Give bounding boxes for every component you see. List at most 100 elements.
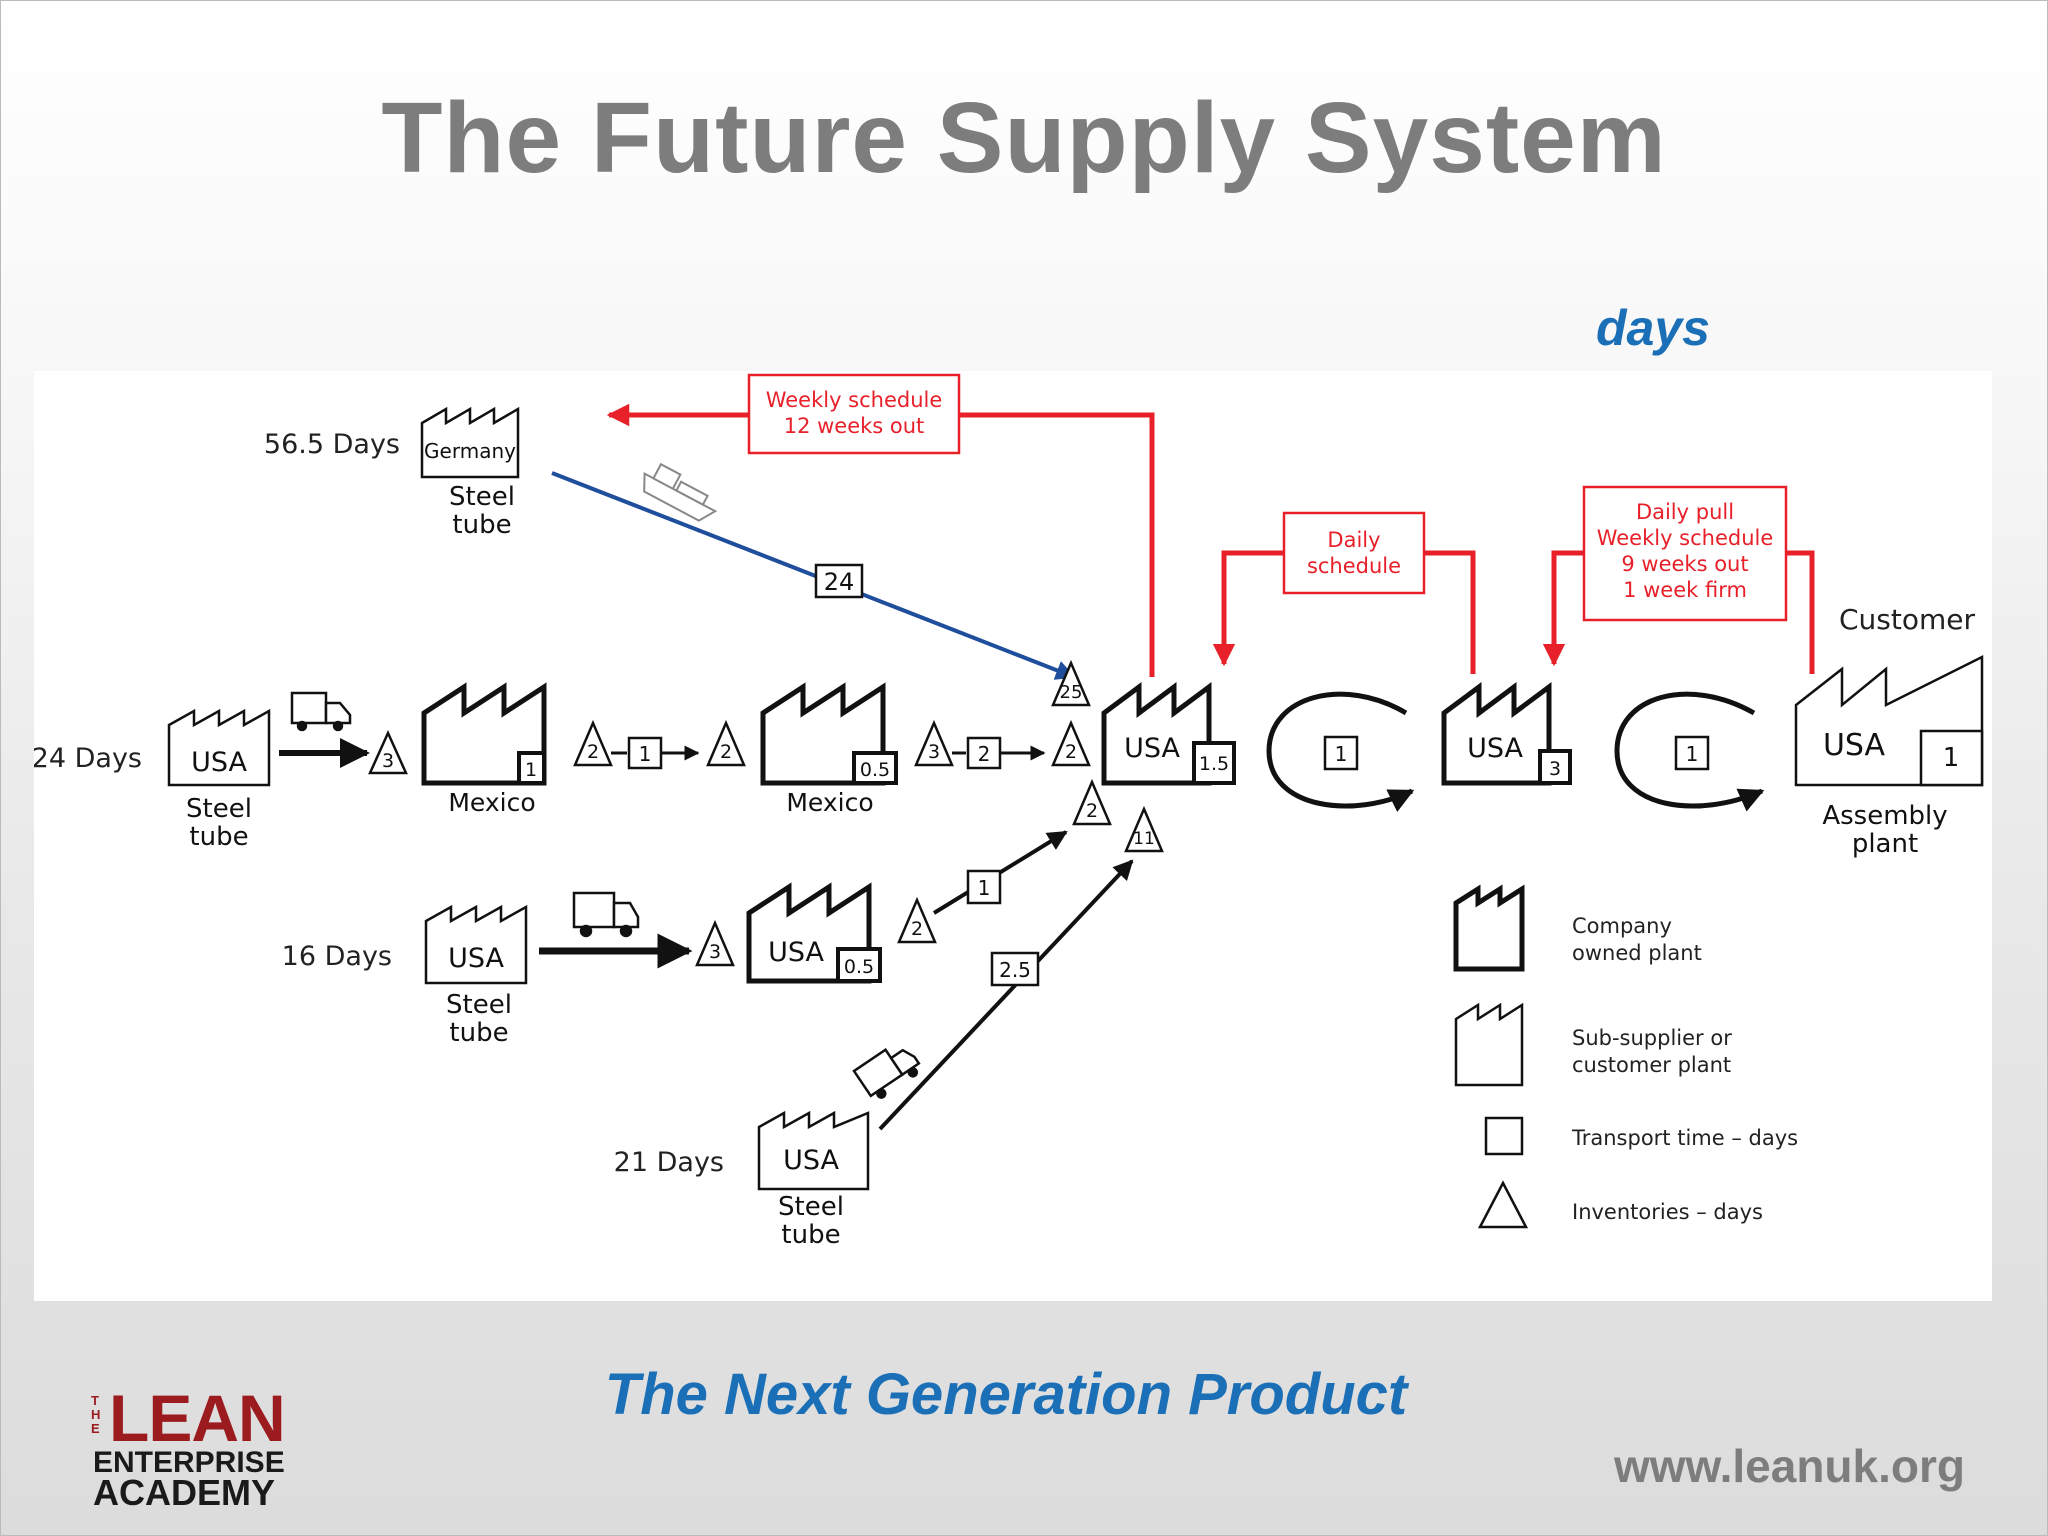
inventory-e: 2 [1065, 741, 1077, 763]
ship-icon [643, 462, 718, 522]
logo-enterprise: ENTERPRISE [93, 1446, 285, 1479]
legend-sub-supplier-icon [1454, 1002, 1524, 1087]
usa16-name: USA [448, 943, 504, 974]
customer-header: Customer [1839, 603, 1975, 636]
loop1-arrow [1266, 691, 1415, 813]
assembly-label-1: Assembly [1822, 801, 1947, 831]
legend-inventory-icon [1477, 1180, 1529, 1229]
legend-sub-supplier-2: customer plant [1572, 1053, 1731, 1077]
weekly-schedule-line2: 12 weeks out [784, 414, 925, 438]
germany-days: 56.5 Days [264, 429, 400, 460]
truck-icon-2 [572, 891, 640, 938]
mexico2-value-box [852, 751, 898, 785]
assembly-value: 1 [1943, 743, 1960, 773]
usa-main-value-box [1192, 741, 1236, 785]
daily-pull-line2: Weekly schedule [1597, 526, 1774, 550]
weekly-schedule-line1: Weekly schedule [766, 388, 943, 412]
germany-label-2: tube [452, 510, 511, 540]
daily-schedule-box: Daily schedule [1282, 511, 1426, 595]
daily-pull-line4: 1 week firm [1623, 578, 1747, 602]
usa21-flow-arrow [878, 859, 1134, 1131]
usa-tube-name: USA [768, 937, 824, 968]
inventory-c: 2 [720, 741, 732, 763]
slide-title: The Future Supply System [381, 82, 1667, 194]
loop1-transport: 1 [1335, 742, 1348, 766]
usa-main-value: 1.5 [1199, 753, 1229, 775]
assembly-value-box [1919, 729, 1984, 787]
legend-company-plant-icon [1453, 884, 1525, 972]
usa16-label-2: tube [449, 1018, 508, 1048]
mexico2-value: 0.5 [860, 759, 890, 781]
inventory-j-icon [897, 896, 937, 944]
transport-ship: 24 [824, 568, 855, 596]
inventory-f-icon [1051, 659, 1091, 707]
transport-t4: 2.5 [999, 958, 1031, 982]
transport-ship-box [814, 563, 864, 599]
weekly-schedule-box: Weekly schedule 12 weeks out [747, 373, 961, 455]
transport-t4-box [990, 951, 1040, 987]
legend-transport: Transport time – days [1571, 1126, 1798, 1150]
logo-academy: ACADEMY [93, 1472, 276, 1513]
inventory-g: 2 [1086, 800, 1098, 822]
mexico1-value: 1 [525, 759, 537, 781]
transport-t3-box [966, 869, 1002, 905]
usa21-label-2: tube [781, 1220, 840, 1250]
inventory-b-icon [573, 719, 613, 767]
inventory-b: 2 [587, 741, 599, 763]
mexico1-name: Mexico [448, 788, 535, 817]
legend-transport-icon [1484, 1116, 1524, 1156]
usa24-name: USA [191, 747, 247, 778]
transport-t2-box [966, 736, 1002, 770]
usa-next-name: USA [1467, 733, 1523, 764]
usa16-days: 16 Days [282, 941, 392, 972]
mexico2-name: Mexico [786, 788, 873, 817]
transport-t1-box [627, 736, 663, 770]
inventory-a-icon [368, 729, 408, 775]
germany-name: Germany [424, 439, 516, 463]
inventory-a: 3 [382, 750, 394, 772]
usa-next-value: 3 [1549, 758, 1561, 780]
inventory-j: 2 [911, 918, 923, 940]
daily-schedule-line2: schedule [1307, 554, 1401, 578]
logo-lean: LEAN [109, 1381, 286, 1455]
ship-flow-arrow [551, 471, 1076, 680]
truck-icon-3 [852, 1048, 921, 1099]
usa-tube-value-box [836, 947, 882, 983]
assembly-name: USA [1823, 728, 1886, 763]
inventory-i: 3 [709, 941, 721, 963]
days-label: days [1596, 300, 1710, 356]
usa16-label-1: Steel [446, 990, 512, 1020]
usa24-label-1: Steel [186, 794, 252, 824]
inventory-e-icon [1051, 719, 1091, 767]
usa24-factory-icon [167, 708, 271, 787]
daily-pull-line1: Daily pull [1636, 500, 1734, 524]
usa-next-value-box [1538, 749, 1572, 785]
usa24-label-2: tube [189, 822, 248, 852]
inventory-h: 11 [1133, 829, 1155, 849]
diagram-canvas: Weekly schedule 12 weeks out Daily sched… [34, 373, 1984, 1250]
info-flow-lines [606, 403, 1815, 677]
legend-company-plant-2: owned plant [1572, 941, 1702, 965]
daily-schedule-line1: Daily [1327, 528, 1380, 552]
transport-t3: 1 [978, 876, 991, 900]
usa21-name: USA [783, 1145, 839, 1176]
loop2-transport-box [1674, 735, 1710, 771]
lean-enterprise-academy-logo: THE LEAN ENTERPRISE ACADEMY [91, 1381, 321, 1513]
legend-sub-supplier-1: Sub-supplier or [1572, 1026, 1732, 1050]
germany-factory-icon [420, 406, 520, 479]
transport-t2: 2 [978, 742, 991, 766]
inventory-c-icon [706, 719, 746, 767]
legend-inventory: Inventories – days [1572, 1200, 1763, 1224]
loop2-transport: 1 [1686, 742, 1699, 766]
usa21-days: 21 Days [614, 1147, 724, 1178]
usa21-label-1: Steel [778, 1192, 844, 1222]
mexico1-value-box [517, 751, 546, 785]
legend-company-plant-1: Company [1572, 914, 1672, 938]
usa-tube-value: 0.5 [844, 956, 874, 978]
usa16-factory-icon [424, 904, 528, 985]
usa-main-name: USA [1124, 733, 1180, 764]
website-url[interactable]: www.leanuk.org [1613, 1440, 1965, 1492]
inventory-h-icon [1124, 805, 1164, 853]
transport-t1: 1 [639, 742, 652, 766]
